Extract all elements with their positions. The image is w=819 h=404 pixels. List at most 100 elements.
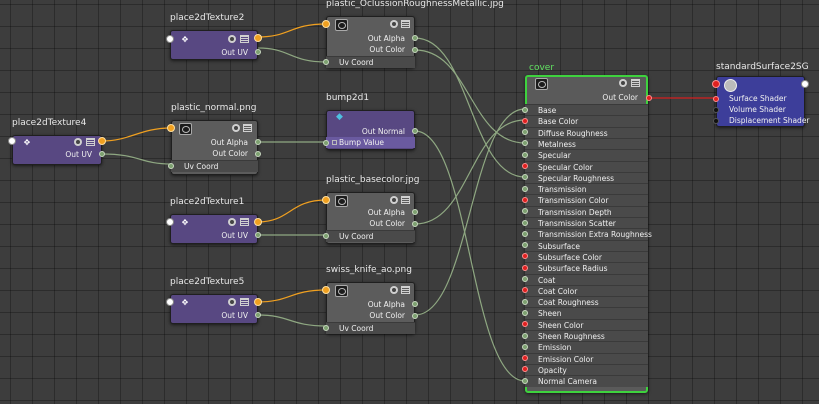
standardsurface2sg-node[interactable]: standardSurface2SG Surface Shader Volume… bbox=[712, 62, 810, 127]
out-alpha-port[interactable] bbox=[412, 209, 418, 215]
attribute-input-port[interactable] bbox=[522, 129, 528, 136]
surface-shader-row: Surface Shader bbox=[716, 93, 805, 104]
attribute-input-port[interactable] bbox=[522, 151, 528, 158]
attribute-input-port[interactable] bbox=[522, 321, 528, 328]
surface-shader-port[interactable] bbox=[713, 96, 719, 102]
attribute-input-port[interactable] bbox=[522, 106, 528, 113]
output-port[interactable] bbox=[801, 80, 809, 88]
attribute-input-port[interactable] bbox=[522, 253, 528, 260]
attribute-input-port[interactable] bbox=[522, 377, 528, 384]
out-alpha-port[interactable] bbox=[255, 139, 261, 145]
uv-coord-port[interactable] bbox=[323, 325, 329, 331]
bump-value-port[interactable] bbox=[323, 140, 329, 146]
volume-shader-port[interactable] bbox=[713, 107, 719, 113]
attribute-input-port[interactable] bbox=[522, 174, 528, 181]
input-port[interactable] bbox=[322, 286, 330, 294]
out-alpha-port[interactable] bbox=[412, 301, 418, 307]
input-port[interactable] bbox=[322, 196, 330, 204]
attribute-input-port[interactable] bbox=[522, 117, 528, 124]
ao-file-node[interactable]: swiss_knife_ao.png Out Alpha Out Color U… bbox=[322, 265, 418, 334]
attribute-input-port[interactable] bbox=[522, 287, 528, 294]
attribute-input-port[interactable] bbox=[522, 309, 528, 316]
output-port[interactable] bbox=[98, 137, 106, 145]
attribute-input-port[interactable] bbox=[522, 366, 528, 373]
attribute-input-port[interactable] bbox=[522, 242, 528, 249]
displacement-shader-row: Displacement Shader bbox=[716, 115, 810, 126]
input-port[interactable] bbox=[322, 20, 330, 28]
out-normal-label: Out Normal bbox=[361, 127, 405, 136]
out-normal-port[interactable] bbox=[412, 128, 418, 134]
swatch-toggle-icon[interactable] bbox=[619, 79, 627, 87]
place2dtexture5-node[interactable]: place2dTexture5 ✥ Out UV bbox=[166, 277, 262, 324]
volume-shader-row: Volume Shader bbox=[716, 104, 805, 115]
swatch-toggle-icon[interactable] bbox=[74, 138, 82, 146]
basecolor-file-node[interactable]: plastic_basecolor.jpg Out Alpha Out Colo… bbox=[322, 175, 419, 244]
uv-coord-port[interactable] bbox=[323, 59, 329, 65]
swatch-toggle-icon[interactable] bbox=[228, 218, 236, 226]
bump-value-label: Bump Value bbox=[339, 138, 384, 147]
attribute-list-icon[interactable] bbox=[240, 298, 249, 306]
output-port[interactable] bbox=[254, 34, 262, 42]
out-uv-port[interactable] bbox=[255, 49, 261, 55]
swatch-toggle-icon[interactable] bbox=[390, 196, 398, 204]
attribute-input-port[interactable] bbox=[522, 343, 528, 350]
attribute-list-icon[interactable] bbox=[631, 79, 640, 87]
out-uv-row: Out UV bbox=[170, 47, 258, 58]
out-color-port[interactable] bbox=[412, 47, 418, 53]
attribute-input-port[interactable] bbox=[522, 219, 528, 226]
attribute-input-port[interactable] bbox=[522, 185, 528, 192]
input-port[interactable] bbox=[167, 124, 175, 132]
out-color-port[interactable] bbox=[412, 221, 418, 227]
out-uv-port[interactable] bbox=[255, 232, 261, 238]
attribute-list-icon[interactable] bbox=[240, 35, 249, 43]
attribute-input-port[interactable] bbox=[522, 332, 528, 339]
attribute-list-icon[interactable] bbox=[243, 124, 252, 132]
bump2d1-node[interactable]: bump2d1 ◆ Out Normal Bump Value bbox=[323, 93, 418, 150]
attribute-input-port[interactable] bbox=[522, 163, 528, 169]
swatch-toggle-icon[interactable] bbox=[232, 124, 240, 132]
node-title: place2dTexture5 bbox=[170, 277, 245, 287]
swatch-toggle-icon[interactable] bbox=[390, 20, 398, 28]
bump-value-toggle[interactable] bbox=[332, 140, 337, 145]
place2dtexture4-node[interactable]: place2dTexture4 ✥ Out UV bbox=[8, 118, 106, 165]
input-port[interactable] bbox=[166, 35, 174, 43]
input-port[interactable] bbox=[166, 218, 174, 226]
swatch-toggle-icon[interactable] bbox=[228, 298, 236, 306]
displacement-shader-port[interactable] bbox=[713, 118, 719, 124]
attribute-input-port[interactable] bbox=[522, 298, 528, 305]
input-port[interactable] bbox=[166, 298, 174, 306]
output-port[interactable] bbox=[254, 298, 262, 306]
attribute-input-port[interactable] bbox=[522, 140, 528, 147]
attribute-list-icon[interactable] bbox=[401, 286, 410, 294]
out-alpha-port[interactable] bbox=[412, 35, 418, 41]
swatch-toggle-icon[interactable] bbox=[390, 286, 398, 294]
attribute-list-icon[interactable] bbox=[401, 196, 410, 204]
swatch-toggle-icon[interactable] bbox=[228, 35, 236, 43]
attribute-input-port[interactable] bbox=[522, 208, 528, 215]
attribute-list-icon[interactable] bbox=[401, 20, 410, 28]
out-color-row: Out Color bbox=[326, 310, 415, 321]
place2dtexture1-node[interactable]: place2dTexture1 ✥ Out UV bbox=[166, 197, 262, 244]
attribute-input-port[interactable] bbox=[522, 276, 528, 282]
out-color-port[interactable] bbox=[255, 151, 261, 157]
occlusion-roughness-metallic-file-node[interactable]: plastic_OclussionRoughnessMetallic.jpg O… bbox=[322, 0, 504, 68]
uv-coord-port[interactable] bbox=[323, 233, 329, 239]
out-color-port[interactable] bbox=[412, 313, 418, 319]
attribute-list-icon[interactable] bbox=[86, 138, 95, 146]
input-port[interactable] bbox=[8, 137, 16, 145]
output-port[interactable] bbox=[254, 218, 262, 226]
input-port[interactable] bbox=[712, 80, 720, 88]
place2dtexture2-node[interactable]: place2dTexture2 ✥ Out UV bbox=[166, 13, 262, 60]
attribute-input-port[interactable] bbox=[522, 355, 528, 362]
attribute-input-port[interactable] bbox=[522, 230, 528, 237]
uv-coord-port[interactable] bbox=[168, 163, 174, 169]
out-uv-port[interactable] bbox=[99, 151, 105, 157]
normal-file-node[interactable]: plastic_normal.png Out Alpha Out Color U… bbox=[167, 103, 261, 175]
out-color-port[interactable] bbox=[646, 95, 652, 101]
attribute-input-port[interactable] bbox=[522, 196, 528, 203]
attribute-input-port[interactable] bbox=[522, 264, 528, 271]
out-uv-port[interactable] bbox=[255, 312, 261, 318]
attribute-list-icon[interactable] bbox=[240, 218, 249, 226]
